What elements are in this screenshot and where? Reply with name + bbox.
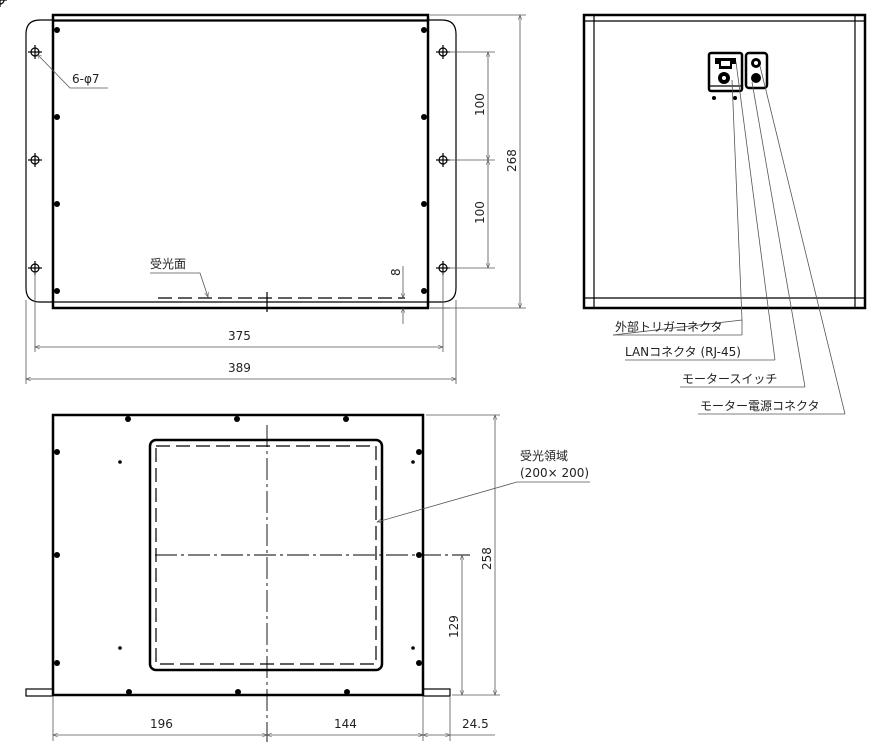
surface-label: 受光面 <box>150 257 186 271</box>
screws <box>54 416 422 695</box>
screws <box>54 27 427 294</box>
dim-height: 268 <box>505 149 519 172</box>
dim-hole-span: 375 <box>228 329 251 343</box>
flange-outline <box>25 19 457 303</box>
bottom-view: 受光領域 (200× 200) 258 129 196 144 24.5 <box>25 413 590 742</box>
area-size: (200× 200) <box>520 466 589 480</box>
motor-connectors <box>744 51 769 90</box>
dim-offset: 8 <box>389 268 403 276</box>
hole-note: 6-φ7 <box>72 72 100 86</box>
dim-overall-width: 389 <box>228 361 251 375</box>
callout-motor-power-connector: モーター電源コネクタ <box>700 399 820 413</box>
dim-pitch-1: 100 <box>473 93 487 116</box>
area-label: 受光領域 <box>520 448 568 463</box>
front-view: 6-φ7 受光面 375 389 100 100 268 8 <box>0 0 526 384</box>
dim-left: 196 <box>150 717 173 731</box>
callout-motor-switch: モータースイッチ <box>682 372 777 386</box>
lan-trigger-connector <box>707 51 744 93</box>
dim-pitch-2: 100 <box>473 201 487 224</box>
dim-flange: 24.5 <box>462 717 489 731</box>
rear-view: 外部トリガコネクタ LANコネクタ (RJ-45) モータースイッチ モーター電… <box>582 13 867 415</box>
body-outline <box>51 13 430 310</box>
callout-trigger-connector: 外部トリガコネクタ <box>615 319 723 334</box>
callout-lan-connector: LANコネクタ (RJ-45) <box>625 345 741 359</box>
mounting-holes <box>0 0 451 276</box>
dim-right: 144 <box>334 717 357 731</box>
dim-bottom-height: 258 <box>480 547 494 570</box>
dim-center-height: 129 <box>447 615 461 638</box>
